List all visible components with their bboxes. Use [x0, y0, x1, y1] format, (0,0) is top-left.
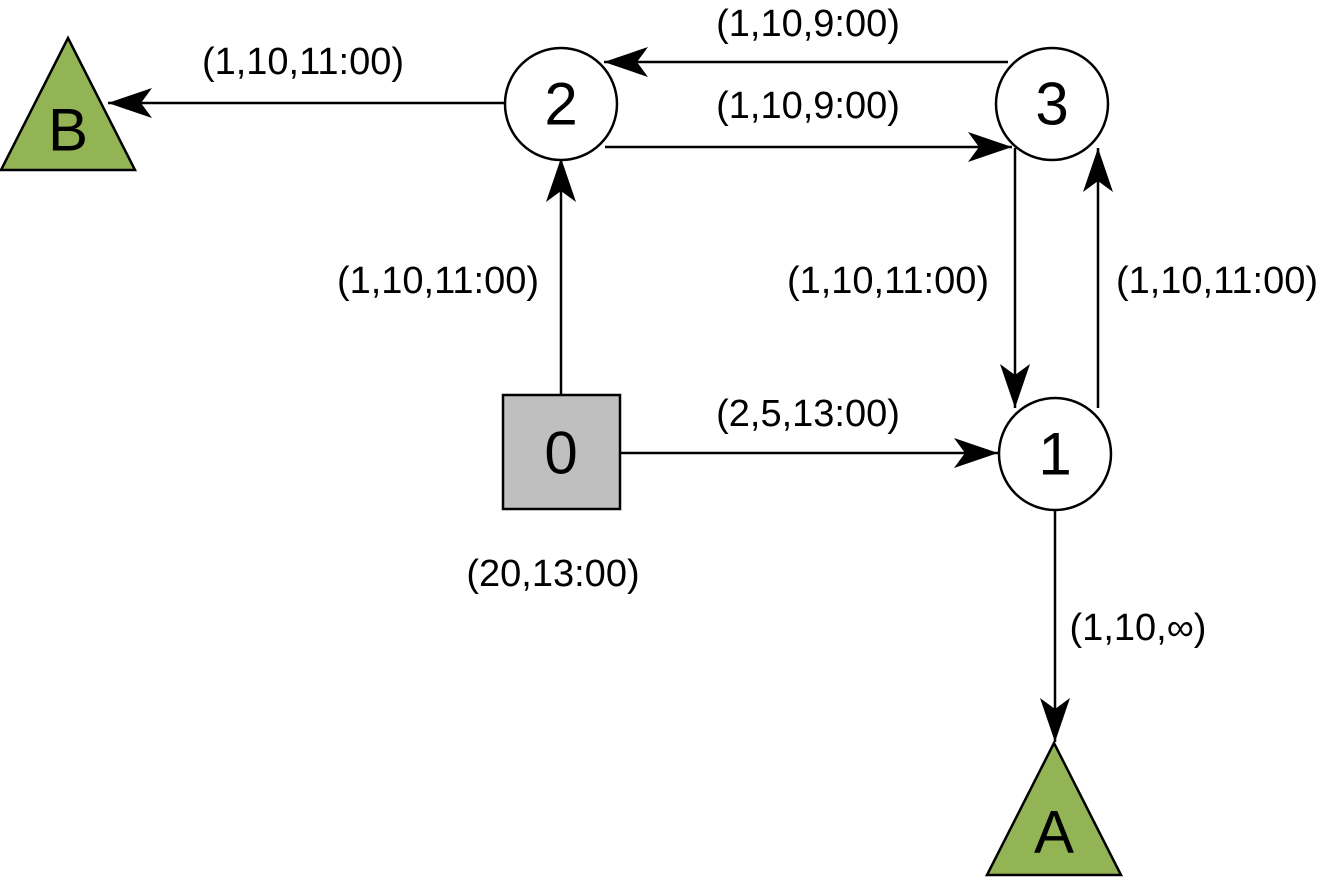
- node-3-shape: [994, 46, 1110, 162]
- edge-label-0-to-2: (1,10,11:00): [337, 260, 539, 302]
- edge-1-to-A: (1,10,∞): [1040, 510, 1207, 742]
- edge-label-3-to-2: (1,10,9:00): [716, 3, 900, 45]
- node-1-label: 1: [1038, 421, 1071, 488]
- node-2-shape: [503, 46, 619, 162]
- node-3: 3: [994, 46, 1110, 162]
- edge-3-to-2: (1,10,9:00): [604, 3, 1008, 77]
- edge-1-to-3: (1,10,11:00): [1083, 148, 1318, 408]
- node-1-shape: [997, 396, 1113, 512]
- node-B-label: B: [48, 97, 88, 164]
- node-B-shape: [0, 35, 138, 172]
- edge-label-1-to-3: (1,10,11:00): [1116, 260, 1318, 302]
- edge-0-to-1: (2,5,13:00): [620, 393, 998, 468]
- edge-label-2-to-3: (1,10,9:00): [716, 85, 900, 127]
- node-A-shape: [984, 740, 1124, 877]
- edge-0-to-2: (1,10,11:00): [337, 158, 576, 395]
- edge-label-1-to-A: (1,10,∞): [1070, 607, 1207, 649]
- node-0-label: 0: [544, 420, 577, 487]
- node-2: 2: [503, 46, 619, 162]
- edge-3-to-1: (1,10,11:00): [787, 148, 1030, 408]
- node-A: A: [984, 740, 1124, 877]
- node-1: 1: [997, 396, 1113, 512]
- node-2-label: 2: [544, 71, 577, 138]
- edge-label-3-to-1: (1,10,11:00): [787, 260, 989, 302]
- node-A-label: A: [1034, 799, 1074, 866]
- node-0-note: (20,13:00): [466, 553, 639, 595]
- edge-2-to-3: (1,10,9:00): [605, 85, 1012, 162]
- node-B: B: [0, 35, 138, 172]
- edge-label-2-to-B: (1,10,11:00): [202, 41, 404, 83]
- edge-label-0-to-1: (2,5,13:00): [716, 393, 900, 435]
- node-0-shape: [501, 393, 622, 511]
- node-0: 0 (20,13:00): [466, 393, 640, 595]
- edge-2-to-B: (1,10,11:00): [108, 41, 504, 118]
- node-3-label: 3: [1035, 71, 1068, 138]
